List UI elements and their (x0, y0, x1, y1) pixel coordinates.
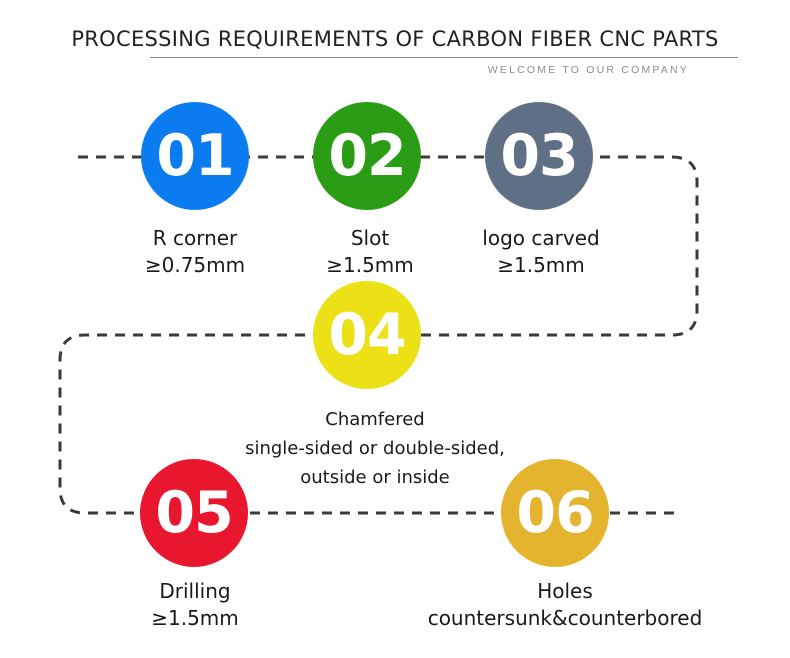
step-04-detail: single-sided or double-sided, (245, 438, 505, 459)
step-04-circle: 04 (313, 281, 421, 389)
step-01-detail: ≥0.75mm (144, 253, 246, 277)
step-04-label: Chamfered single-sided or double-sided, … (225, 405, 525, 492)
step-05-label: Drilling ≥1.5mm (120, 578, 270, 632)
step-05-detail: ≥1.5mm (151, 606, 239, 630)
step-05-name: Drilling (159, 579, 231, 603)
step-06-circle: 06 (501, 459, 609, 567)
step-03-name: logo carved (482, 226, 600, 250)
step-04-number: 04 (328, 302, 406, 368)
step-02-detail: ≥1.5mm (326, 253, 414, 277)
step-02-circle: 02 (313, 102, 421, 210)
step-05-number: 05 (155, 480, 233, 546)
step-02-number: 02 (328, 123, 406, 189)
step-06-label: Holes countersunk&counterbored (405, 578, 725, 632)
step-04-name: Chamfered (325, 409, 425, 430)
step-03-number: 03 (500, 123, 578, 189)
title-underline (150, 57, 738, 58)
page-subtitle: WELCOME TO OUR COMPANY (487, 64, 689, 76)
step-01-number: 01 (156, 123, 234, 189)
step-06-detail: countersunk&counterbored (427, 606, 703, 630)
page-title: PROCESSING REQUIREMENTS OF CARBON FIBER … (71, 27, 719, 51)
step-06-number: 06 (516, 480, 594, 546)
step-04-detail-2: outside or inside (300, 467, 450, 488)
step-06-name: Holes (537, 579, 593, 603)
step-01-circle: 01 (141, 102, 249, 210)
step-02-name: Slot (350, 226, 390, 250)
step-01-label: R corner ≥0.75mm (120, 225, 270, 279)
step-02-label: Slot ≥1.5mm (295, 225, 445, 279)
step-05-circle: 05 (140, 459, 248, 567)
step-03-circle: 03 (485, 102, 593, 210)
step-03-label: logo carved ≥1.5mm (455, 225, 627, 279)
step-03-detail: ≥1.5mm (497, 253, 585, 277)
step-01-name: R corner (152, 226, 238, 250)
